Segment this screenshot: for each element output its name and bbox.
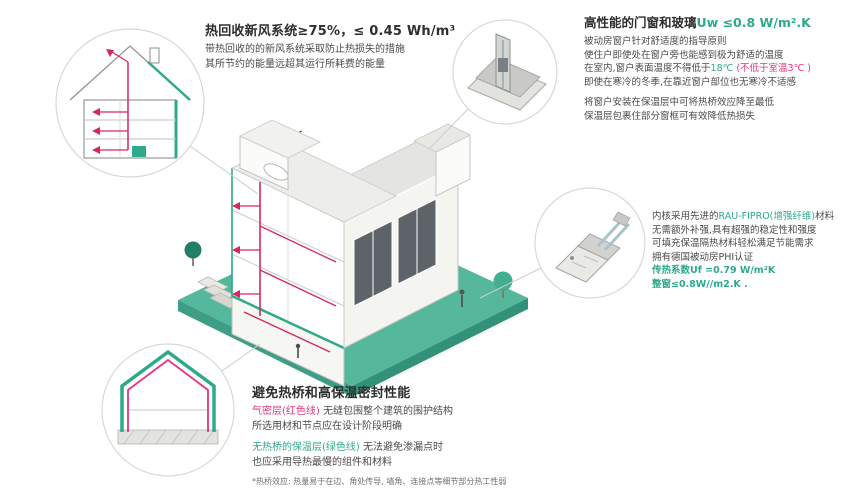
thermal-p2-line2: 也应采用导热最慢的组件和材料 — [252, 456, 392, 468]
thermal-footnote: *热桥效应: 热量易于在边、角处传导, 墙角、连接点等细节部分热工性弱 — [252, 477, 507, 486]
glazing-pane-1 — [596, 218, 624, 248]
hrv-title-value: ≤ 0.45 Wh/m³ — [353, 24, 456, 39]
windows-title-value: Uw ≤0.8 W/m².K — [696, 15, 811, 30]
roof-slabs — [230, 119, 472, 223]
thermal-title: 避免热桥和高保温密封性能 — [252, 386, 411, 401]
hrv-ducts — [98, 51, 129, 151]
thermal-section: 避免热桥和高保温密封性能 气密层(红色线) 无缝包围整个建筑的围护结构 所选用材… — [252, 382, 572, 487]
windows-section: 高性能的门窗和玻璃Uw ≤0.8 W/m².K 被动房窗户针对舒适度的指导原则 … — [584, 12, 862, 123]
thermal-p2-line1: 无热桥的保温层(绿色线) 无法避免渗漏点时 — [252, 441, 572, 456]
hrv-section: 热回收新风系统≥75%，≤ 0.45 Wh/m³ 带热回收的的新风系统采取防止热… — [205, 20, 490, 72]
profile-line3: 可填充保温隔热材料轻松满足节能需求 — [652, 238, 814, 249]
windows-line3-pre: 在室内,窗户表面温度不得低于 — [584, 63, 711, 74]
profile-line1-post: 材料 — [815, 211, 835, 222]
hrv-callout-illustration — [55, 28, 205, 178]
person-figure — [459, 289, 465, 307]
profile-line6: 整窗≤0.8W//m2.K . — [652, 278, 748, 290]
hrv-duct-arrows — [92, 49, 114, 154]
callout-connectors — [189, 108, 542, 372]
profile-line4: 拥有德国被动房PHI认证 — [652, 251, 754, 263]
thermal-p1-label: 气密层(红色线) — [252, 406, 320, 417]
frame-core — [498, 58, 508, 72]
isometric-house-illustration — [178, 119, 528, 397]
spacer — [252, 434, 572, 441]
chimney — [149, 47, 160, 64]
airtight-line-red — [127, 358, 209, 432]
hrv-title-main: 热回收新风系统≥75%， — [205, 24, 354, 39]
thermal-p1-line2: 所选用材和节点应在设计阶段明确 — [252, 420, 402, 432]
foundation-hatch — [123, 429, 215, 445]
profile-line2: 无需额外补强,具有超强的稳定性和强度 — [652, 224, 817, 236]
tree-right — [493, 271, 513, 298]
window-detail-callout-illustration — [452, 19, 558, 125]
exterior-face — [343, 163, 459, 349]
windows-line4: 即使在寒冷的冬季,在靠近窗户部位也无寒冷不适感 — [584, 76, 797, 88]
thermal-p1-line1: 气密层(红色线) 无缝包围整个建筑的围护结构 — [252, 405, 572, 420]
heat-exchanger-unit — [132, 146, 146, 157]
windows-line3-temp: 18℃ — [710, 63, 737, 74]
profile-frame — [577, 233, 621, 261]
windows-line1: 被动房窗户针对舒适度的指导原则 — [584, 36, 727, 47]
windows-line2: 使住户即使处在窗户旁也能感到极为舒适的温度 — [584, 49, 784, 61]
profile-line5: 传热系数Uf =0.79 W/m²K — [652, 265, 776, 276]
profile-line1-brand: RAU-FIPRO(增强纤维) — [718, 211, 816, 222]
glazing-cap — [612, 211, 631, 227]
windows-line6: 保温层包裹住部分窗框可有效降低热损失 — [584, 110, 756, 122]
windows-title-main: 高性能的门窗和玻璃 — [584, 15, 697, 30]
profile-section: 内核采用先进的RAU-FIPRO(增强纤维)材料 无需额外补强,具有超强的稳定性… — [652, 210, 865, 291]
windows-title: 高性能的门窗和玻璃Uw ≤0.8 W/m².K — [584, 12, 862, 31]
frame-profile-callout-illustration — [534, 187, 646, 299]
windows-line3-note: (不低于室温3℃ ) — [736, 63, 811, 74]
hrv-body-line1: 带热回收的的新风系统采取防止热损失的措施 — [205, 44, 405, 55]
foundation-slab — [117, 429, 219, 445]
ventilation-ducts — [238, 130, 337, 316]
spacer — [584, 89, 862, 96]
profile-line1: 内核采用先进的RAU-FIPRO(增强纤维)材料 — [652, 210, 865, 224]
windows-line5: 将窗户安装在保温层中可将热桥效应降至最低 — [584, 97, 775, 108]
thermal-p1-rest: 无缝包围整个建筑的围护结构 — [319, 406, 453, 417]
hrv-body-line2: 其所节约的能量远超其运行所耗费的能量 — [205, 58, 385, 70]
windows-line3: 在室内,窗户表面温度不得低于18℃ (不低于室温3℃ ) — [584, 62, 862, 76]
profile-line1-pre: 内核采用先进的 — [652, 211, 719, 222]
thermal-p2-label: 无热桥的保温层(绿色线) — [252, 442, 360, 453]
glazing-pane-2 — [603, 222, 631, 252]
bathtub — [263, 163, 289, 181]
insulation-edge — [231, 294, 345, 350]
hrv-title: 热回收新风系统≥75%，≤ 0.45 Wh/m³ — [205, 20, 490, 39]
thermal-callout-illustration — [101, 343, 235, 477]
thermal-p2-rest: 无法避免渗漏点时 — [359, 442, 443, 453]
tree-left — [184, 241, 202, 266]
duct-arrows — [232, 202, 240, 298]
ground-edge-right — [352, 298, 528, 397]
insulation-line-green — [120, 349, 216, 432]
cutaway-face — [231, 130, 345, 350]
